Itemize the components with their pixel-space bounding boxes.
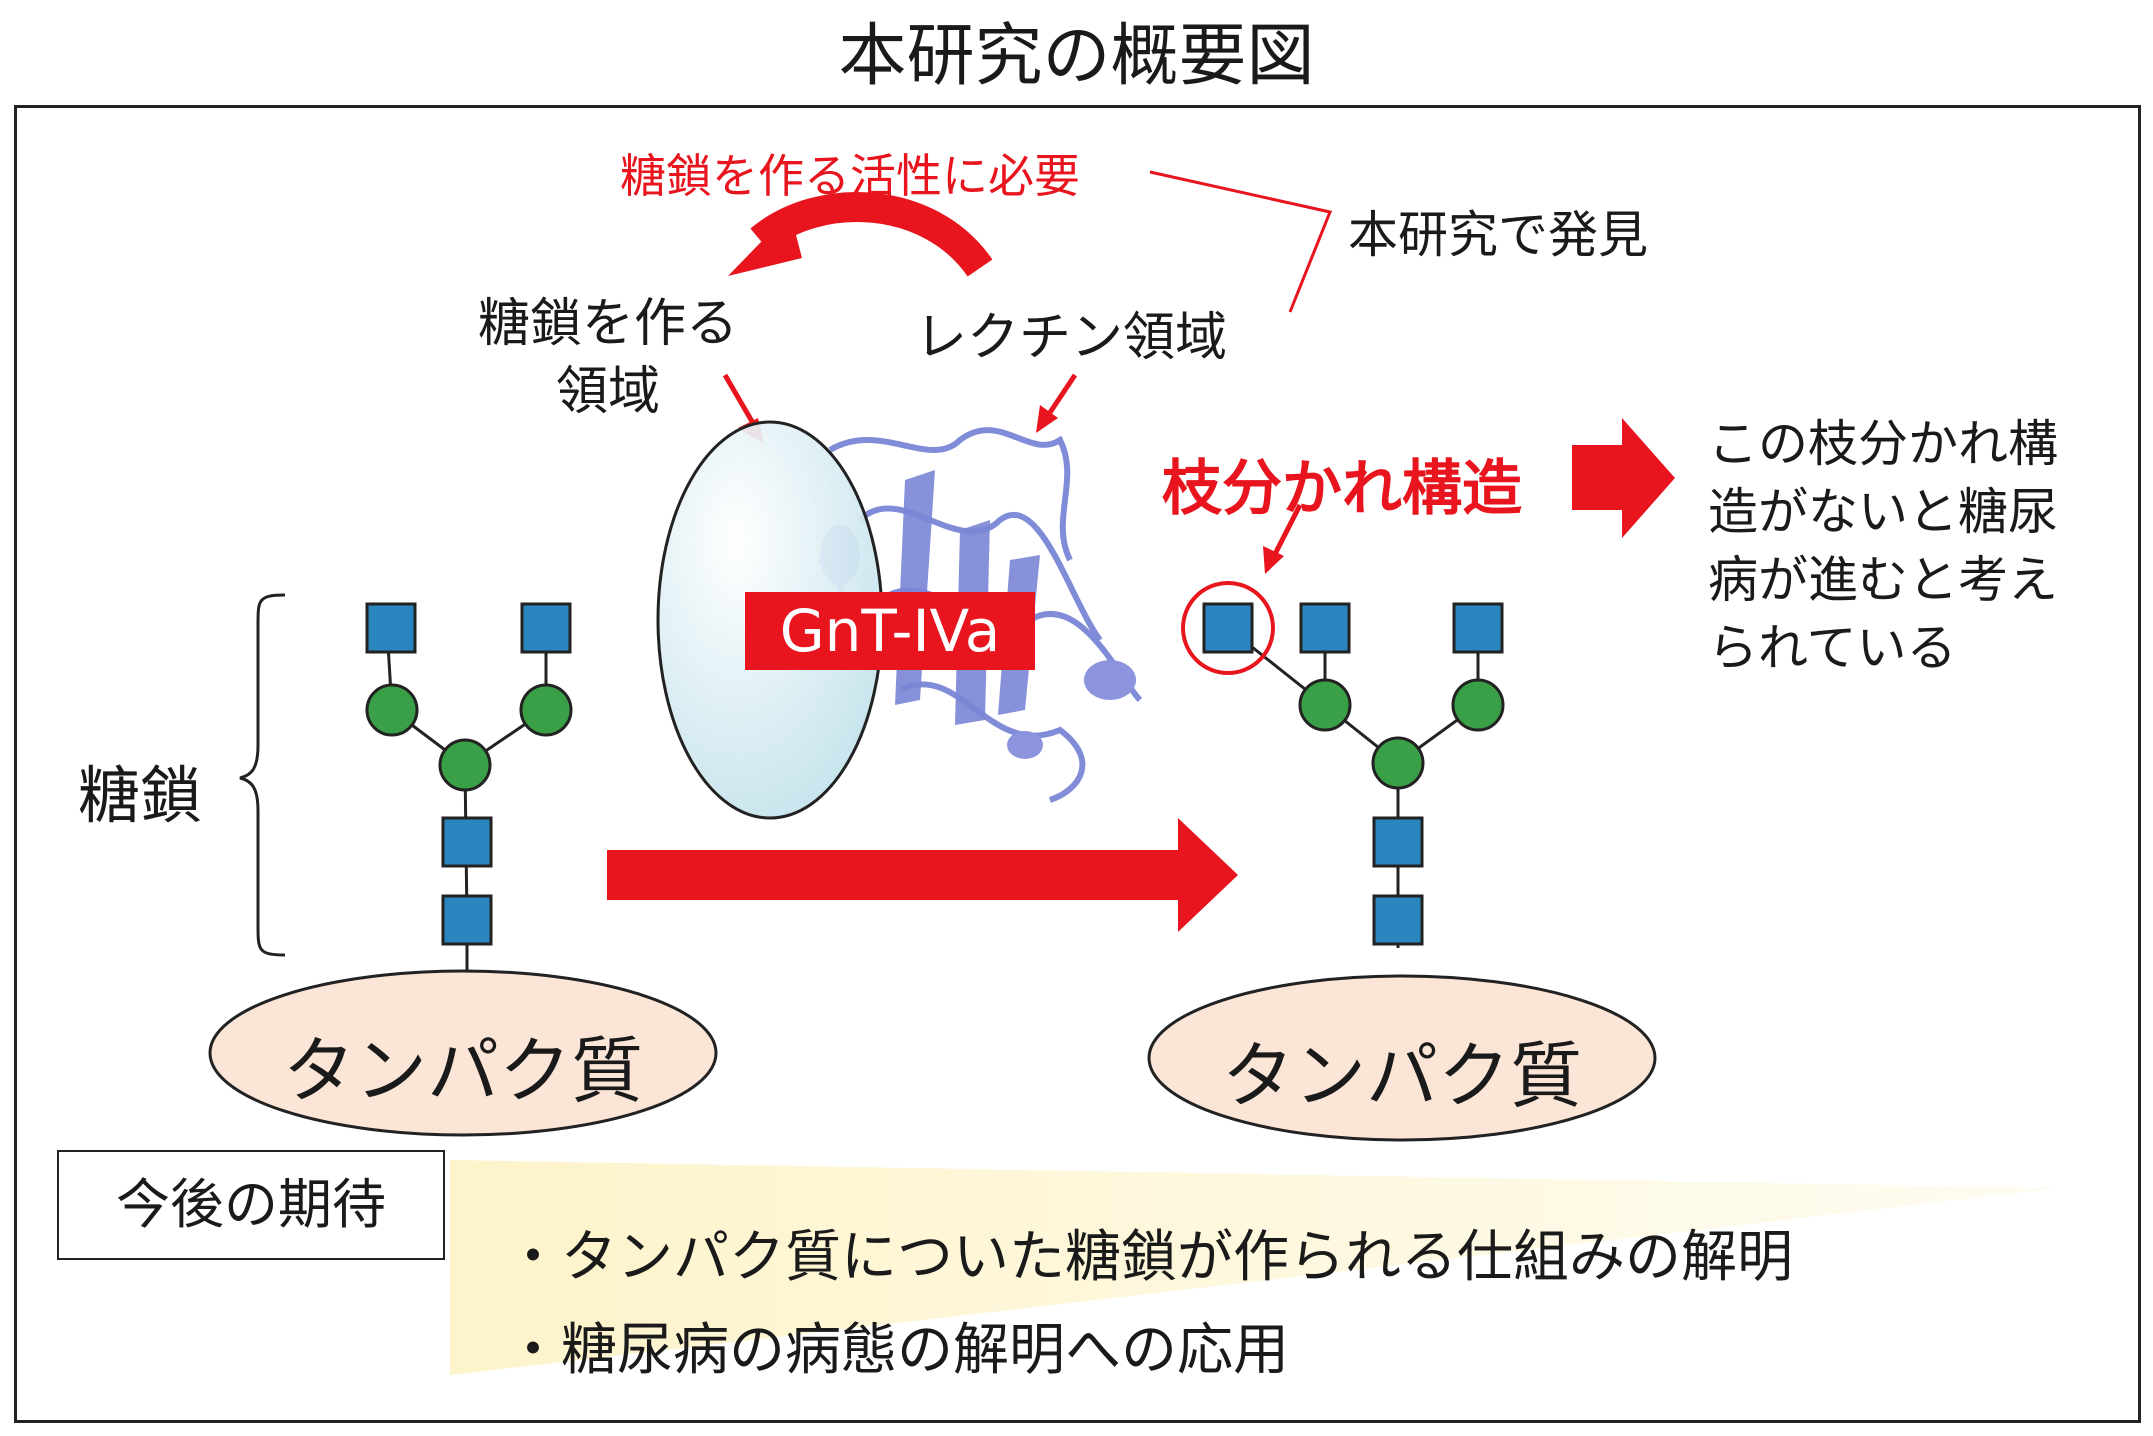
- protein-right-label: タンパク質: [1221, 1034, 1582, 1118]
- reaction-arrow: [607, 818, 1238, 932]
- glcnac-square: [1202, 602, 1254, 654]
- glycan-label: 糖鎖: [78, 759, 203, 832]
- lectin-domain-label: レクチン領域: [915, 308, 1228, 368]
- protein-left-ellipse: [208, 969, 718, 1137]
- branch-to-note-arrow: [1572, 418, 1675, 538]
- diagram-frame: [14, 105, 2141, 1423]
- outlook-item: ・糖尿病の病態の解明への応用: [505, 1318, 1289, 1383]
- activity-curved-arrowhead: [728, 212, 802, 276]
- diabetes-note-line: 病が進むと考え: [1708, 551, 2058, 609]
- glycan-bracket: [239, 593, 286, 957]
- glycan-right: [1202, 602, 1505, 948]
- glcnac-square: [1299, 602, 1351, 654]
- mannose-circle: [438, 738, 492, 792]
- glcnac-square: [441, 816, 493, 868]
- outlook-heading: 今後の期待: [57, 1150, 445, 1260]
- glcnac-square: [520, 602, 572, 654]
- glcnac-square: [441, 894, 493, 946]
- catalytic-domain-label: 糖鎖を作る 領域: [478, 290, 738, 426]
- glcnac-square: [1372, 894, 1424, 946]
- catalytic-domain-label-line1: 糖鎖を作る: [478, 294, 739, 354]
- glcnac-square: [1372, 816, 1424, 868]
- diabetes-note-line: この枝分かれ構: [1708, 415, 2058, 473]
- mannose-circle: [1451, 678, 1505, 732]
- diabetes-note-line: られている: [1708, 619, 1957, 677]
- protein-right-ellipse: [1147, 974, 1657, 1142]
- mannose-circle: [1371, 736, 1425, 790]
- discovery-bracket: [1149, 170, 1333, 313]
- enzyme-label: GnT-IVa: [745, 592, 1035, 670]
- mannose-circle: [519, 683, 573, 737]
- glcnac-square: [1452, 602, 1504, 654]
- mannose-circle: [1298, 678, 1352, 732]
- catalytic-pointer-arrow: [722, 373, 760, 432]
- activity-required-label: 糖鎖を作る活性に必要: [620, 149, 1080, 203]
- discovered-label: 本研究で発見: [1348, 206, 1648, 264]
- outlook-item: ・タンパク質についた糖鎖が作られる仕組みの解明: [505, 1225, 1793, 1290]
- catalytic-domain-label-line2: 領域: [556, 362, 661, 422]
- mannose-circle: [365, 683, 419, 737]
- diabetes-note: この枝分かれ構 造がないと糖尿 病が進むと考え られている: [1708, 410, 2058, 682]
- glcnac-square: [365, 602, 417, 654]
- protein-left-label: タンパク質: [282, 1029, 643, 1113]
- branch-structure-label: 枝分かれ構造: [1162, 454, 1522, 524]
- branch-pointer-arrow: [1269, 503, 1303, 562]
- outlook-highlight: [450, 1160, 2060, 1375]
- page-title: 本研究の概要図: [838, 17, 1315, 96]
- glycan-left: [365, 602, 573, 970]
- diabetes-note-line: 造がないと糖尿: [1708, 483, 2058, 541]
- branch-highlight-circle: [1181, 581, 1275, 675]
